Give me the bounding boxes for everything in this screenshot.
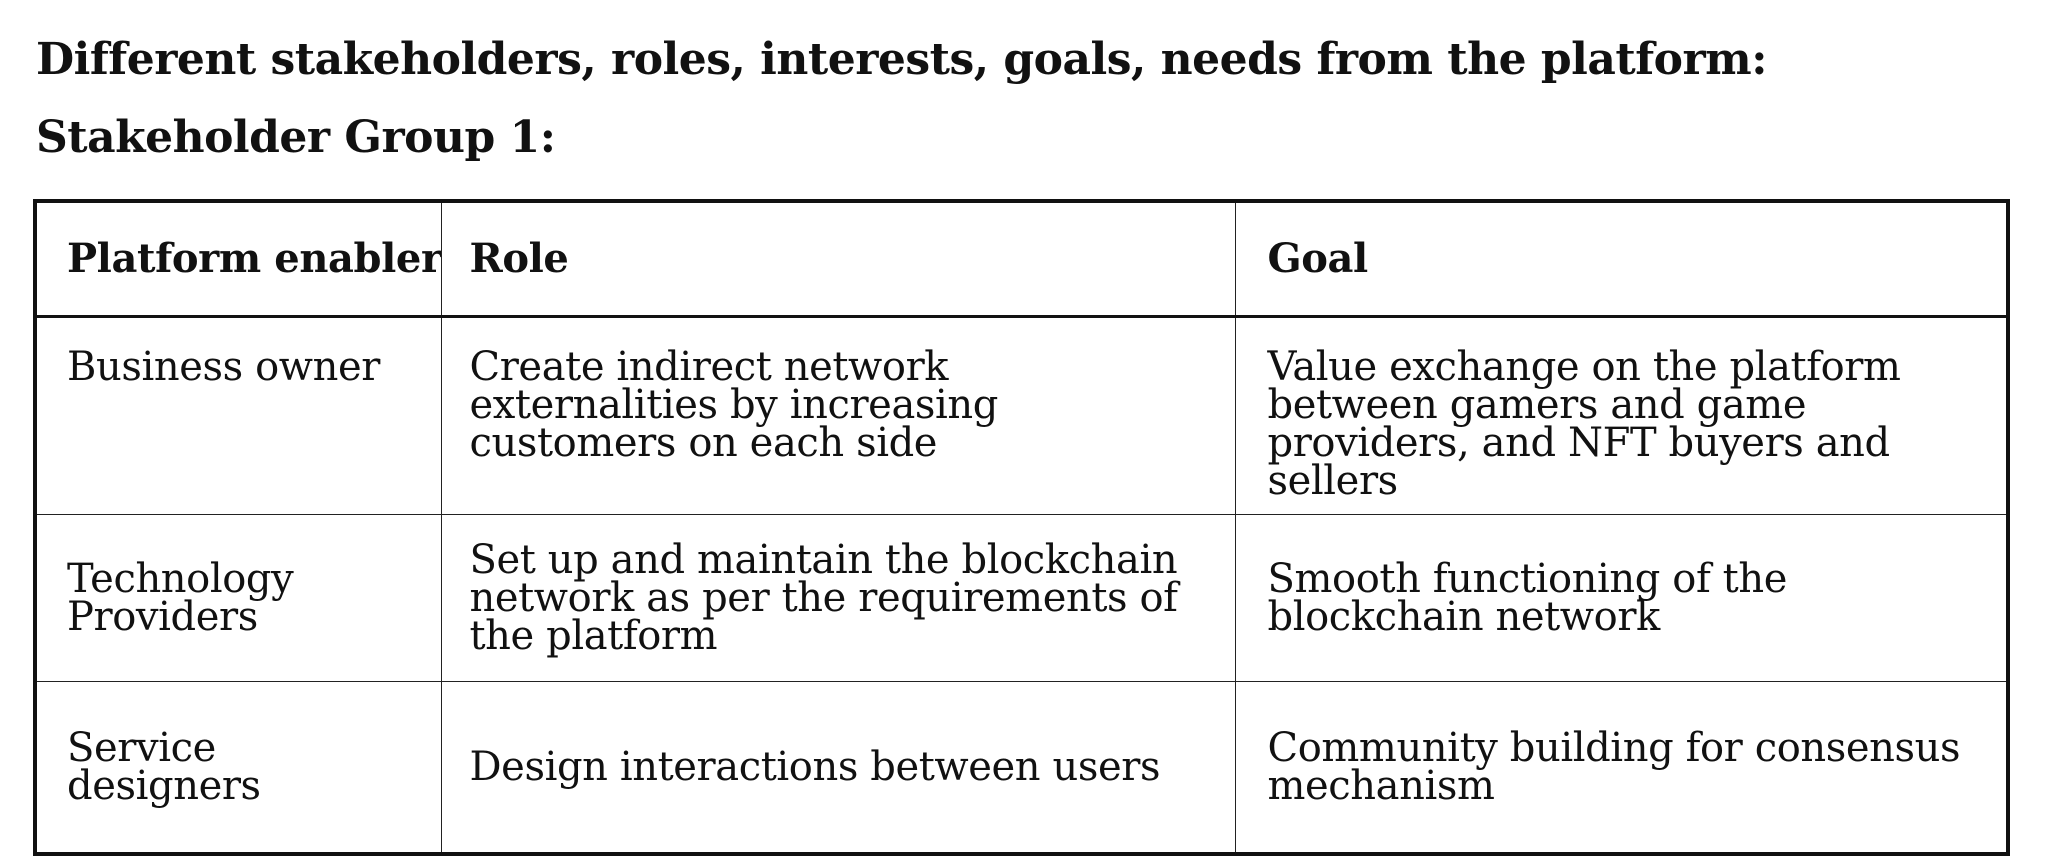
cell-goal: Smooth functioning of the blockchain net… xyxy=(1234,514,2009,682)
stakeholder-group-heading: Stakeholder Group 1: xyxy=(36,112,556,163)
column-header-goal: Goal xyxy=(1234,200,2009,318)
column-header-platform-enablers: Platform enablers xyxy=(34,200,442,318)
stakeholders-table: Platform enablers Role Goal Business own… xyxy=(33,199,2010,856)
page-heading: Different stakeholders, roles, interests… xyxy=(36,34,1767,85)
table-header-row: Platform enablers Role Goal xyxy=(34,200,2009,318)
table-row: Technology Providers Set up and maintain… xyxy=(34,514,2009,682)
cell-goal: Value exchange on the platform between g… xyxy=(1234,316,2009,515)
table-row: Service designers Design interactions be… xyxy=(34,681,2009,855)
cell-enabler: Business owner xyxy=(34,316,442,515)
cell-enabler: Technology Providers xyxy=(34,514,442,682)
cell-enabler: Service designers xyxy=(34,681,442,855)
cell-role: Design interactions between users xyxy=(440,681,1236,855)
cell-goal: Community building for consensus mechani… xyxy=(1234,681,2009,855)
cell-role: Create indirect network externalities by… xyxy=(440,316,1236,515)
cell-role: Set up and maintain the blockchain netwo… xyxy=(440,514,1236,682)
table-row: Business owner Create indirect network e… xyxy=(34,316,2009,515)
column-header-role: Role xyxy=(440,200,1236,318)
